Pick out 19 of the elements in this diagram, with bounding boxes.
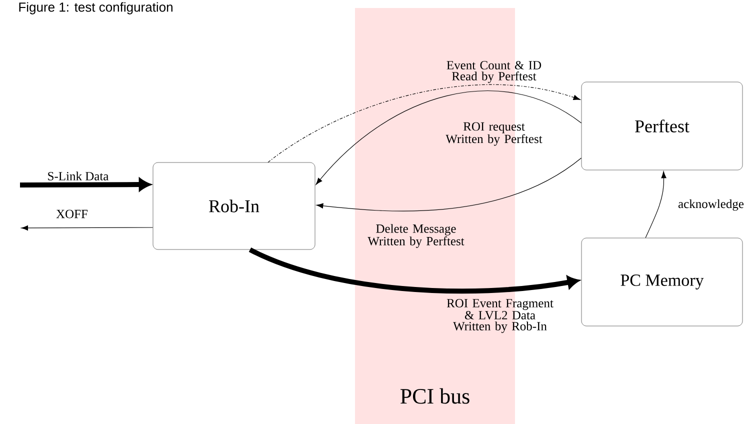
edge-label: ROI request Written by Perftest [446, 122, 542, 146]
edge-label: S-Link Data [48, 172, 109, 180]
arrow [316, 158, 582, 212]
edge-label: ROI Event Fragment & LVL2 Data Written by Rob-In [446, 299, 554, 333]
edge-label: Delete Message Written by Perftest [368, 224, 464, 248]
figure-title: Figure 1: test configuration [19, 2, 172, 14]
arrow [248, 247, 579, 294]
process-box: Perftest [581, 82, 743, 170]
arrow [268, 84, 580, 163]
arrow [20, 178, 150, 191]
bus-label: PCI bus [400, 388, 470, 404]
arrow [645, 171, 666, 238]
arrow [21, 225, 154, 231]
process-box: PC Memory [581, 238, 743, 326]
process-box: Rob-In [152, 162, 316, 250]
edge-label: acknowledge [678, 199, 744, 211]
edge-label: XOFF [56, 210, 88, 218]
edge-label: Event Count & ID Read by Perftest [446, 61, 542, 83]
arrow [316, 90, 582, 185]
